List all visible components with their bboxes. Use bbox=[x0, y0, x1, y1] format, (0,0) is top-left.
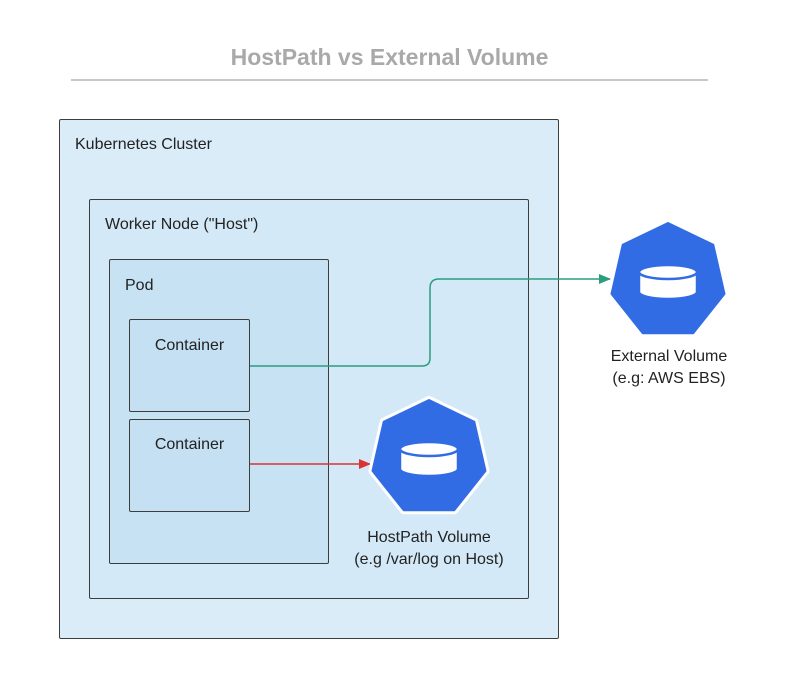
container-label-1: Container bbox=[154, 337, 225, 354]
hostpath-volume-label: HostPath Volume (e.g /var/log on Host) bbox=[329, 527, 529, 571]
hostpath-volume-icon bbox=[368, 396, 490, 515]
external-volume-label: External Volume (e.g: AWS EBS) bbox=[569, 346, 769, 390]
hostpath-volume-example: (e.g /var/log on Host) bbox=[354, 551, 504, 568]
external-volume-icon bbox=[610, 222, 726, 335]
title-divider bbox=[71, 79, 708, 81]
hostpath-volume-title: HostPath Volume bbox=[367, 529, 491, 546]
cluster-label: Kubernetes Cluster bbox=[75, 136, 212, 153]
container-box-1 bbox=[129, 319, 250, 412]
container-label-2: Container bbox=[154, 436, 225, 453]
diagram-title: HostPath vs External Volume bbox=[230, 44, 549, 70]
external-volume-title: External Volume bbox=[610, 348, 728, 365]
worker-node-label: Worker Node ("Host") bbox=[105, 216, 259, 233]
pod-label: Pod bbox=[125, 277, 154, 294]
container-box-2 bbox=[129, 419, 250, 512]
external-volume-connector bbox=[250, 274, 611, 367]
external-volume-example: (e.g: AWS EBS) bbox=[612, 370, 726, 387]
